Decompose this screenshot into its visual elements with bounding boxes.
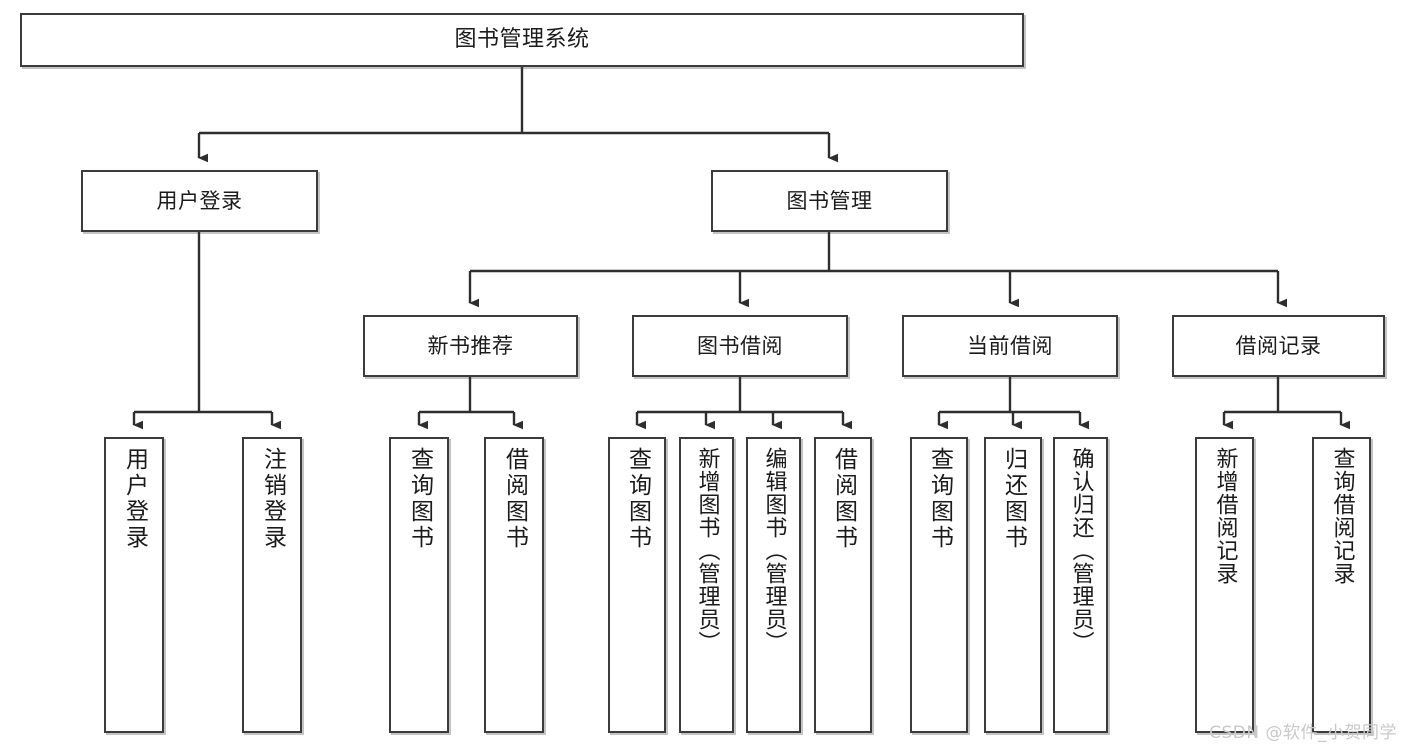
leaf-return-book-label: 归还图书 xyxy=(1000,447,1027,551)
leaf-edit-book-admin-label: 编辑图书（管理员） xyxy=(761,447,787,654)
leaf-query-book-current-label: 查询图书 xyxy=(926,447,953,551)
leaf-add-book-admin[interactable]: 新增图书（管理员） xyxy=(679,437,734,733)
leaf-borrow-book-borrow[interactable]: 借阅图书 xyxy=(814,437,872,733)
leaf-user-login[interactable]: 用户登录 xyxy=(104,437,164,733)
node-root-label: 图书管理系统 xyxy=(454,27,590,53)
node-book-borrow[interactable]: 图书借阅 xyxy=(632,315,848,377)
leaf-logout-label: 注销登录 xyxy=(259,447,286,551)
leaf-query-book-borrow-label: 查询图书 xyxy=(624,447,651,551)
node-borrow-record-label: 借阅记录 xyxy=(1235,333,1322,358)
watermark-text: CSDN @软件_小贺同学 xyxy=(1209,723,1397,743)
node-book-management[interactable]: 图书管理 xyxy=(711,170,948,232)
node-borrow-record[interactable]: 借阅记录 xyxy=(1172,315,1385,377)
leaf-add-book-admin-label: 新增图书（管理员） xyxy=(694,447,720,654)
node-new-book-recommend[interactable]: 新书推荐 xyxy=(363,315,578,377)
node-book-borrow-label: 图书借阅 xyxy=(697,333,783,358)
leaf-confirm-return-admin-label: 确认归还（管理员） xyxy=(1068,447,1094,654)
leaf-query-book-rec[interactable]: 查询图书 xyxy=(389,437,449,733)
node-current-borrow-label: 当前借阅 xyxy=(967,333,1053,358)
leaf-query-borrow-record[interactable]: 查询借阅记录 xyxy=(1312,437,1371,733)
leaf-edit-book-admin[interactable]: 编辑图书（管理员） xyxy=(746,437,801,733)
leaf-add-borrow-record[interactable]: 新增借阅记录 xyxy=(1195,437,1254,733)
node-book-management-label: 图书管理 xyxy=(786,188,873,213)
leaf-borrow-book-rec[interactable]: 借阅图书 xyxy=(484,437,544,733)
leaf-return-book[interactable]: 归还图书 xyxy=(984,437,1042,733)
leaf-logout[interactable]: 注销登录 xyxy=(242,437,302,733)
node-new-book-recommend-label: 新书推荐 xyxy=(427,333,514,358)
leaf-query-borrow-record-label: 查询借阅记录 xyxy=(1329,447,1355,585)
leaf-borrow-book-rec-label: 借阅图书 xyxy=(501,447,528,551)
leaf-query-book-rec-label: 查询图书 xyxy=(406,447,433,551)
leaf-add-borrow-record-label: 新增借阅记录 xyxy=(1212,447,1238,585)
node-current-borrow[interactable]: 当前借阅 xyxy=(902,315,1118,377)
leaf-confirm-return-admin[interactable]: 确认归还（管理员） xyxy=(1053,437,1108,733)
leaf-borrow-book-borrow-label: 借阅图书 xyxy=(830,447,857,551)
node-user-login-label: 用户登录 xyxy=(156,188,243,213)
leaf-query-book-borrow[interactable]: 查询图书 xyxy=(608,437,666,733)
leaf-query-book-current[interactable]: 查询图书 xyxy=(910,437,968,733)
node-user-login[interactable]: 用户登录 xyxy=(81,170,318,232)
node-root[interactable]: 图书管理系统 xyxy=(20,13,1024,67)
leaf-user-login-label: 用户登录 xyxy=(121,447,148,551)
